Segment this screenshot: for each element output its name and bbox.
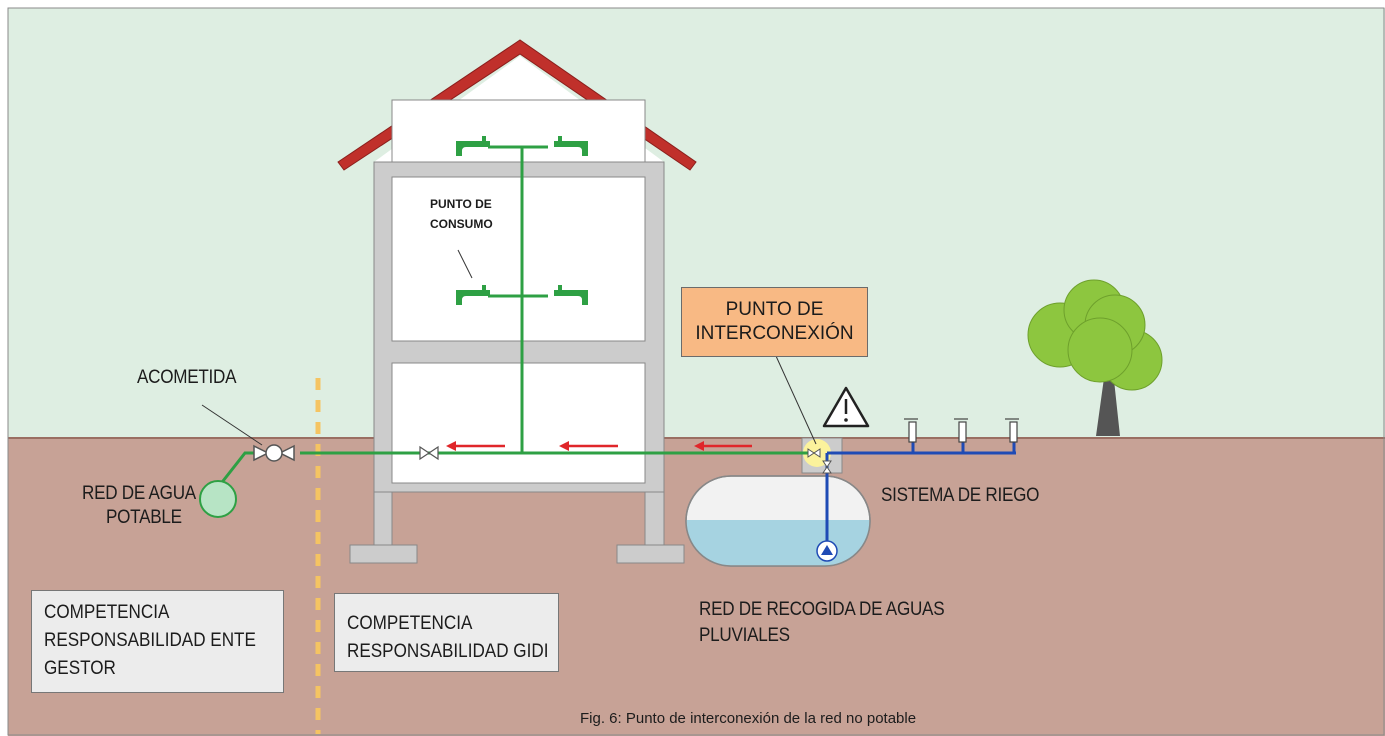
roof [337,39,697,171]
label-sistema-riego: SISTEMA DE RIEGO [881,485,1040,506]
room-upper [391,176,646,342]
gidi-line-1: COMPETENCIA [347,613,473,634]
pillar-right [644,491,665,547]
label-red-agua-potable-1: RED DE AGUA [82,483,196,504]
ente-gestor-box: COMPETENCIA RESPONSABILIDAD ENTE GESTOR [31,590,284,693]
ente-gestor-line-1: COMPETENCIA [44,602,170,623]
rainwater-tank [685,475,871,567]
label-acometida: ACOMETIDA [137,367,237,388]
frame [7,7,1385,736]
label-red-agua-potable-2: POTABLE [106,507,182,528]
tree-icon [1027,279,1163,436]
gidi-line-2: RESPONSABILIDAD GIDI [347,641,549,662]
figure-caption: Fig. 6: Punto de interconexión de la red… [580,710,917,727]
room-ground [391,362,646,484]
interconnection-valve-icon [807,448,832,474]
water-meter-icon [253,444,295,462]
valve-icon [419,445,439,461]
label-punto-interconexion-2: INTERCONEXIÓN [695,323,854,344]
leader-lines [201,249,817,446]
room-attic [391,99,646,163]
label-punto-consumo-1: PUNTO DE [430,197,492,211]
label-red-recogida-1: RED DE RECOGIDA DE AGUAS [699,599,945,620]
ente-gestor-line-2: RESPONSABILIDAD ENTE [44,630,256,651]
label-punto-interconexion-1: PUNTO DE [725,299,824,320]
label-punto-consumo-2: CONSUMO [430,217,493,231]
footing-left [349,544,418,564]
interconnection-label-box: PUNTO DE INTERCONEXIÓN [681,287,868,357]
gidi-box: COMPETENCIA RESPONSABILIDAD GIDI [334,593,559,672]
potable-network [210,145,812,496]
sprinkler-icon [904,418,1019,443]
ente-gestor-line-3: GESTOR [44,658,116,679]
house [337,39,697,564]
label-red-recogida-2: PLUVIALES [699,625,790,646]
pump-icon [816,540,838,562]
pillar-left [373,491,393,547]
tank-water [686,520,870,566]
faucet-icon [456,136,588,305]
warning-icon [822,386,870,428]
potable-main [199,480,237,518]
flow-arrow-icon [446,441,752,451]
footing-right [616,544,685,564]
